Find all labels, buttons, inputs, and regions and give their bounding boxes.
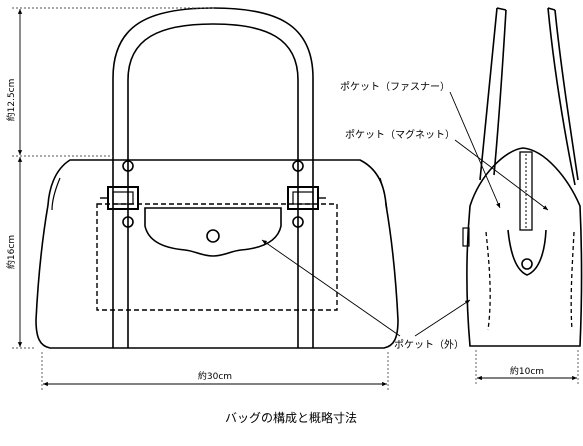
body-seam — [51, 177, 388, 211]
side-view — [462, 7, 583, 347]
dim-handle-height: 約12.5cm — [5, 79, 17, 122]
handle-outer — [112, 7, 314, 156]
flap-snap — [206, 229, 220, 243]
zipper — [519, 151, 533, 231]
dim-width: 約30cm — [198, 370, 232, 382]
side-tab — [507, 229, 547, 276]
front-flap — [144, 207, 282, 257]
outer-pocket-dashed — [96, 203, 338, 311]
dim-depth: 約10cm — [510, 365, 544, 377]
dimension-lines — [12, 7, 579, 392]
leader-lines — [261, 91, 549, 337]
dim-body-height: 約16cm — [5, 235, 17, 269]
caption: バッグの構成と概略寸法 — [225, 410, 357, 425]
side-body — [466, 147, 583, 347]
label-pocket-outer: ポケット（外） — [394, 339, 464, 351]
handle-inner — [127, 23, 299, 156]
label-pocket-zipper: ポケット（ファスナー） — [340, 81, 450, 93]
side-pocket-dashed — [485, 231, 575, 331]
side-handle-outer — [479, 7, 507, 181]
side-handle-right — [547, 7, 579, 186]
bag-body — [35, 159, 399, 349]
label-pocket-magnet: ポケット（マグネット） — [345, 128, 455, 141]
front-view — [35, 7, 399, 349]
